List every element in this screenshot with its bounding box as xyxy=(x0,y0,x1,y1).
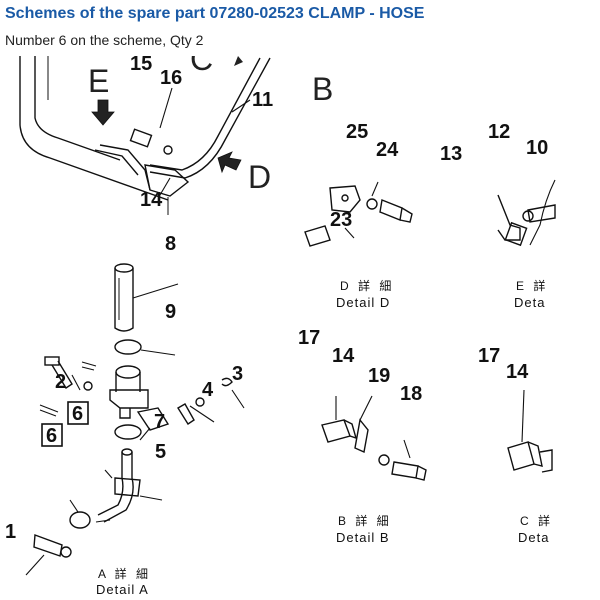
callout-10: 10 xyxy=(526,137,548,159)
callout-5: 5 xyxy=(155,441,166,463)
callout-11: 11 xyxy=(252,89,273,111)
svg-text:6: 6 xyxy=(72,403,83,425)
callout-7: 7 xyxy=(154,411,165,433)
callout-3: 3 xyxy=(232,363,243,385)
callout-13: 13 xyxy=(440,143,462,165)
callout-14-top: 14 xyxy=(140,189,163,211)
detail-a-drawing xyxy=(25,339,245,576)
callout-17-right: 17 xyxy=(478,345,500,367)
callout-6-lower: 6 xyxy=(41,423,63,447)
callout-8: 8 xyxy=(165,233,176,255)
callout-14-right: 14 xyxy=(506,361,529,383)
detail-c-drawing xyxy=(507,389,553,473)
callout-2: 2 xyxy=(55,371,66,393)
view-letter-b: B xyxy=(312,71,333,107)
detail-b-drawing xyxy=(321,395,427,481)
callout-6-upper: 6 xyxy=(67,401,89,425)
callout-15: 15 xyxy=(130,56,152,75)
callout-16: 16 xyxy=(160,67,182,89)
view-letter-d: D xyxy=(248,159,271,195)
callout-25: 25 xyxy=(346,121,368,143)
callout-19: 19 xyxy=(368,365,390,387)
callout-4: 4 xyxy=(202,379,214,401)
caption-a-en: Detail A xyxy=(96,582,149,597)
caption-b-jp: B 詳 細 xyxy=(338,513,392,528)
caption-a-jp: A 詳 細 xyxy=(98,566,151,581)
caption-d-jp: D 詳 細 xyxy=(340,278,394,293)
callout-18: 18 xyxy=(400,383,422,405)
view-letter-e: E xyxy=(88,63,109,99)
detail-d-drawing xyxy=(304,181,413,247)
caption-e-en: Deta xyxy=(514,295,545,310)
pipe-9 xyxy=(114,263,179,332)
caption-b-en: Detail B xyxy=(336,530,390,545)
caption-e-jp: E 詳 xyxy=(516,278,548,293)
callout-12: 12 xyxy=(488,121,510,143)
detail-e-drawing xyxy=(497,179,556,247)
callout-14-mid: 14 xyxy=(332,345,355,367)
svg-text:6: 6 xyxy=(46,425,57,447)
parts-diagram: E B D C 15 16 11 14 8 9 25 24 13 12 10 2… xyxy=(0,56,600,600)
page-subtitle: Number 6 on the scheme, Qty 2 xyxy=(5,32,204,48)
callout-23: 23 xyxy=(330,209,352,231)
callout-24: 24 xyxy=(376,139,399,161)
page-title: Schemes of the spare part 07280-02523 CL… xyxy=(5,5,425,22)
caption-c-en: Deta xyxy=(518,530,549,545)
callout-17-left: 17 xyxy=(298,327,320,349)
caption-c-jp: C 詳 xyxy=(520,513,553,528)
view-letter-c: C xyxy=(190,56,213,77)
callout-1: 1 xyxy=(5,521,16,543)
caption-d-en: Detail D xyxy=(336,295,390,310)
callout-9: 9 xyxy=(165,301,176,323)
frame-assembly xyxy=(19,56,271,215)
